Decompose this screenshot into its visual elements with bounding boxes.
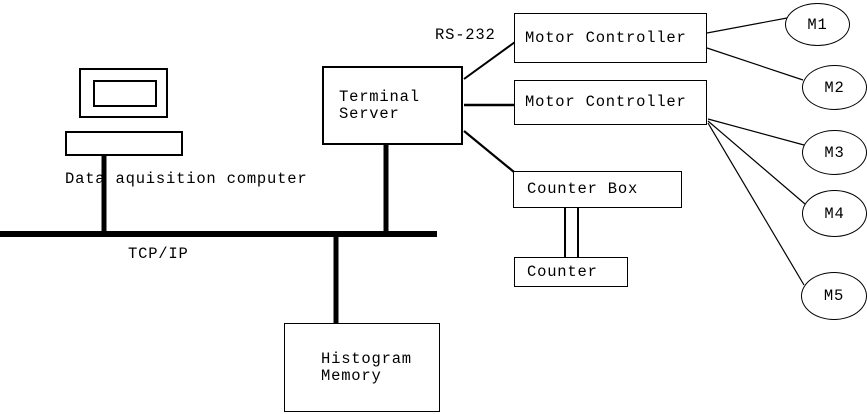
motor-m2-label: M2 <box>824 78 845 97</box>
histogram-memory-node: Histogram Memory <box>284 323 440 412</box>
motor-controller-2-label: Motor Controller <box>525 93 687 111</box>
histogram-memory-label-line2: Memory <box>321 366 382 385</box>
motor-m1-node: M1 <box>785 3 850 46</box>
motor-controller-2-node: Motor Controller <box>514 80 707 125</box>
counter-label: Counter <box>527 262 598 281</box>
connector-motor-controller-2-m4 <box>707 120 806 205</box>
motor-m4-label: M4 <box>824 204 845 223</box>
motor-m5-node: M5 <box>801 272 867 320</box>
tcpip-bus-label: TCP/IP <box>128 245 189 263</box>
motor-m5-label: M5 <box>823 287 845 305</box>
rs232-link-label: RS-232 <box>435 26 496 44</box>
terminal-server-label-line2: Server <box>339 104 400 123</box>
motor-m4-node: M4 <box>802 190 867 237</box>
motor-m1-label: M1 <box>807 15 828 34</box>
terminal-server-label-line1: Terminal <box>339 87 420 106</box>
connector-terminal-server-motor-controller-1 <box>463 41 516 80</box>
motor-controller-1-node: Motor Controller <box>514 13 707 63</box>
connector-motor-controller-1-m1 <box>706 17 788 34</box>
motor-m2-node: M2 <box>802 65 867 110</box>
computer-screen-icon <box>93 80 157 107</box>
counter-box-node: Counter Box <box>513 171 682 208</box>
histogram-memory-label-line1: Histogram <box>321 349 412 368</box>
motor-controller-1-label: Motor Controller <box>525 28 687 47</box>
counter-node: Counter <box>514 257 628 287</box>
data-acquisition-computer-label: Data aquisition computer <box>65 170 308 188</box>
connector-terminal-server-counter-box <box>463 130 515 173</box>
computer-base-icon <box>65 131 183 156</box>
connector-motor-controller-1-m2 <box>706 47 804 81</box>
motor-m3-label: M3 <box>824 143 845 162</box>
connector-motor-controller-2-m3 <box>707 118 805 146</box>
terminal-server-node: Terminal Server <box>322 66 463 145</box>
motor-m3-node: M3 <box>802 130 867 175</box>
counter-box-label: Counter Box <box>527 180 639 198</box>
connector-motor-controller-2-m5 <box>707 122 805 286</box>
